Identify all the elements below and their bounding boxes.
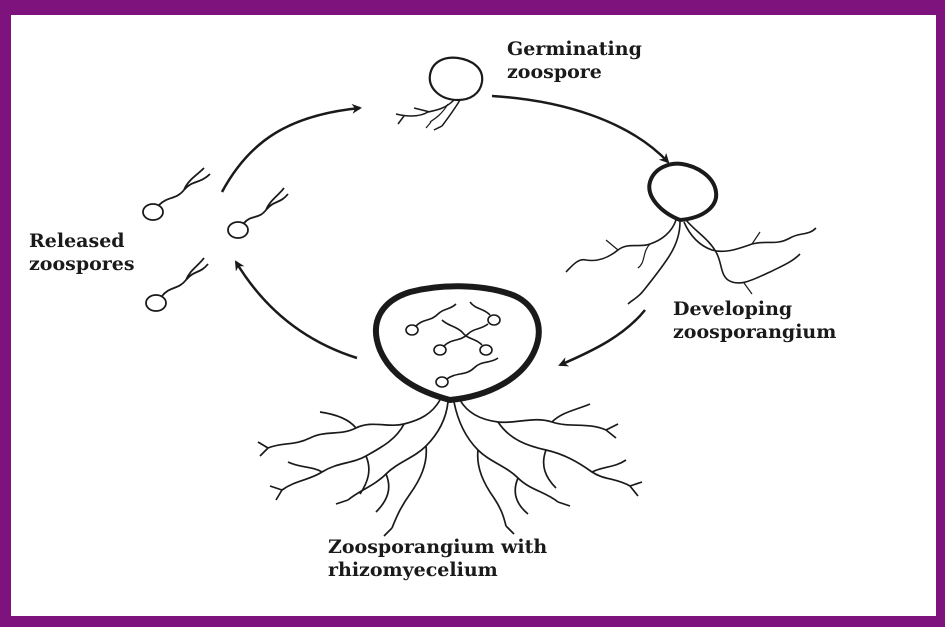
label-germinating-line1: Germinating [507, 38, 642, 61]
label-zoosporangium-with-rhizomycelium: Zoosporangium with rhizomyecelium [328, 536, 547, 582]
germinating-zoospore-illustration [396, 58, 482, 130]
rhizomycelium [258, 400, 642, 536]
mature-sporangium-wall [376, 286, 539, 400]
developing-sporangium-wall [649, 164, 716, 220]
released-zoospores-illustration [143, 168, 288, 311]
internal-zoospores [406, 302, 500, 387]
label-developing-line1: Developing [673, 298, 836, 321]
label-released-line1: Released [29, 230, 135, 253]
mature-zoosporangium-illustration [258, 286, 642, 536]
developing-zoosporangium-illustration [566, 164, 816, 304]
label-germinating-zoospore: Germinating zoospore [507, 38, 642, 84]
arrow-released-to-germinating [222, 108, 360, 192]
label-released-zoospores: Released zoospores [29, 230, 135, 276]
label-developing-zoosporangium: Developing zoosporangium [673, 298, 836, 344]
label-mature-line2: rhizomyecelium [328, 559, 547, 582]
arrow-mature-to-released [236, 262, 357, 358]
arrow-developing-to-mature [560, 310, 645, 365]
cycle-arrows [222, 96, 668, 365]
label-germinating-line2: zoospore [507, 61, 642, 84]
label-released-line2: zoospores [29, 253, 135, 276]
label-mature-line1: Zoosporangium with [328, 536, 547, 559]
label-developing-line2: zoosporangium [673, 321, 836, 344]
arrow-germinating-to-developing [492, 96, 668, 162]
released-zoospore-1 [143, 204, 163, 220]
germinating-zoospore-cell [430, 58, 482, 100]
released-zoospore-2 [228, 222, 248, 238]
released-zoospore-3 [146, 295, 166, 311]
